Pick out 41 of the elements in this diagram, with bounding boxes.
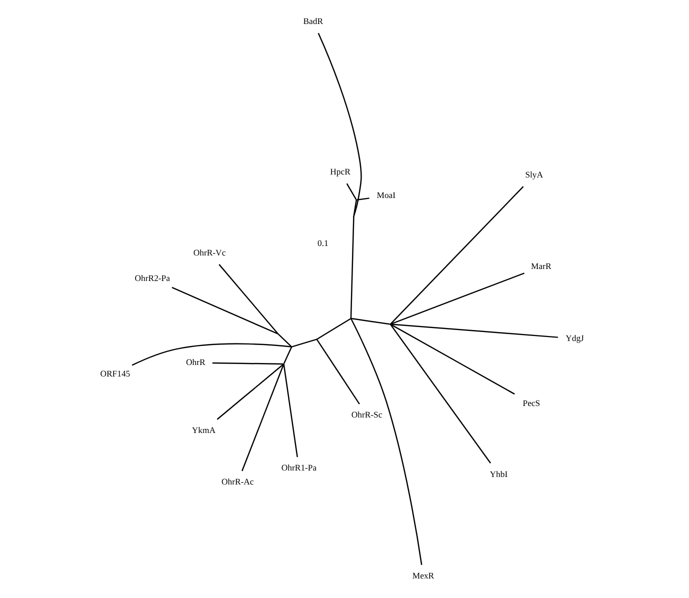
node-point <box>355 199 357 201</box>
connector <box>356 198 369 200</box>
node-text: YkmA <box>191 424 216 435</box>
connector <box>390 272 524 325</box>
node-text: MexR <box>412 570 434 580</box>
node-point <box>389 323 391 325</box>
node-text: MarR <box>530 261 551 272</box>
connector <box>240 364 284 472</box>
node-text: OhrR-Vc <box>192 248 226 258</box>
node-text: PecS <box>522 398 540 408</box>
connector <box>171 286 278 334</box>
connector <box>218 264 278 334</box>
connector <box>131 343 290 366</box>
node-text: YhbI <box>489 468 508 479</box>
connector <box>216 364 284 420</box>
connector <box>390 186 524 324</box>
node-text: OhrR-Ac <box>221 476 254 487</box>
node-text: MoaI <box>376 190 396 200</box>
connector <box>212 362 283 365</box>
node-text: OhrR <box>185 357 205 368</box>
node-point <box>290 346 292 348</box>
connector <box>390 324 558 338</box>
connector <box>390 324 491 464</box>
connector <box>352 200 356 216</box>
node-text: HpcR <box>330 166 350 177</box>
node-point <box>282 363 284 365</box>
node-text: ORF145 <box>100 368 130 378</box>
node-text: YdgJ <box>565 332 584 343</box>
node-point <box>352 216 354 218</box>
connector <box>282 364 298 458</box>
node-point <box>276 333 278 335</box>
node-text: OhrR2-Pa <box>134 273 170 284</box>
label: 0.1 <box>317 238 328 248</box>
node-text: SlyA <box>524 170 543 180</box>
node-text: OhrR-Sc <box>350 410 382 420</box>
connector <box>346 183 356 200</box>
connector <box>317 32 362 216</box>
node-text: BadR <box>302 16 323 26</box>
node-text: OhrR1-Pa <box>280 462 316 473</box>
connector <box>390 324 514 395</box>
node-point <box>316 338 318 340</box>
